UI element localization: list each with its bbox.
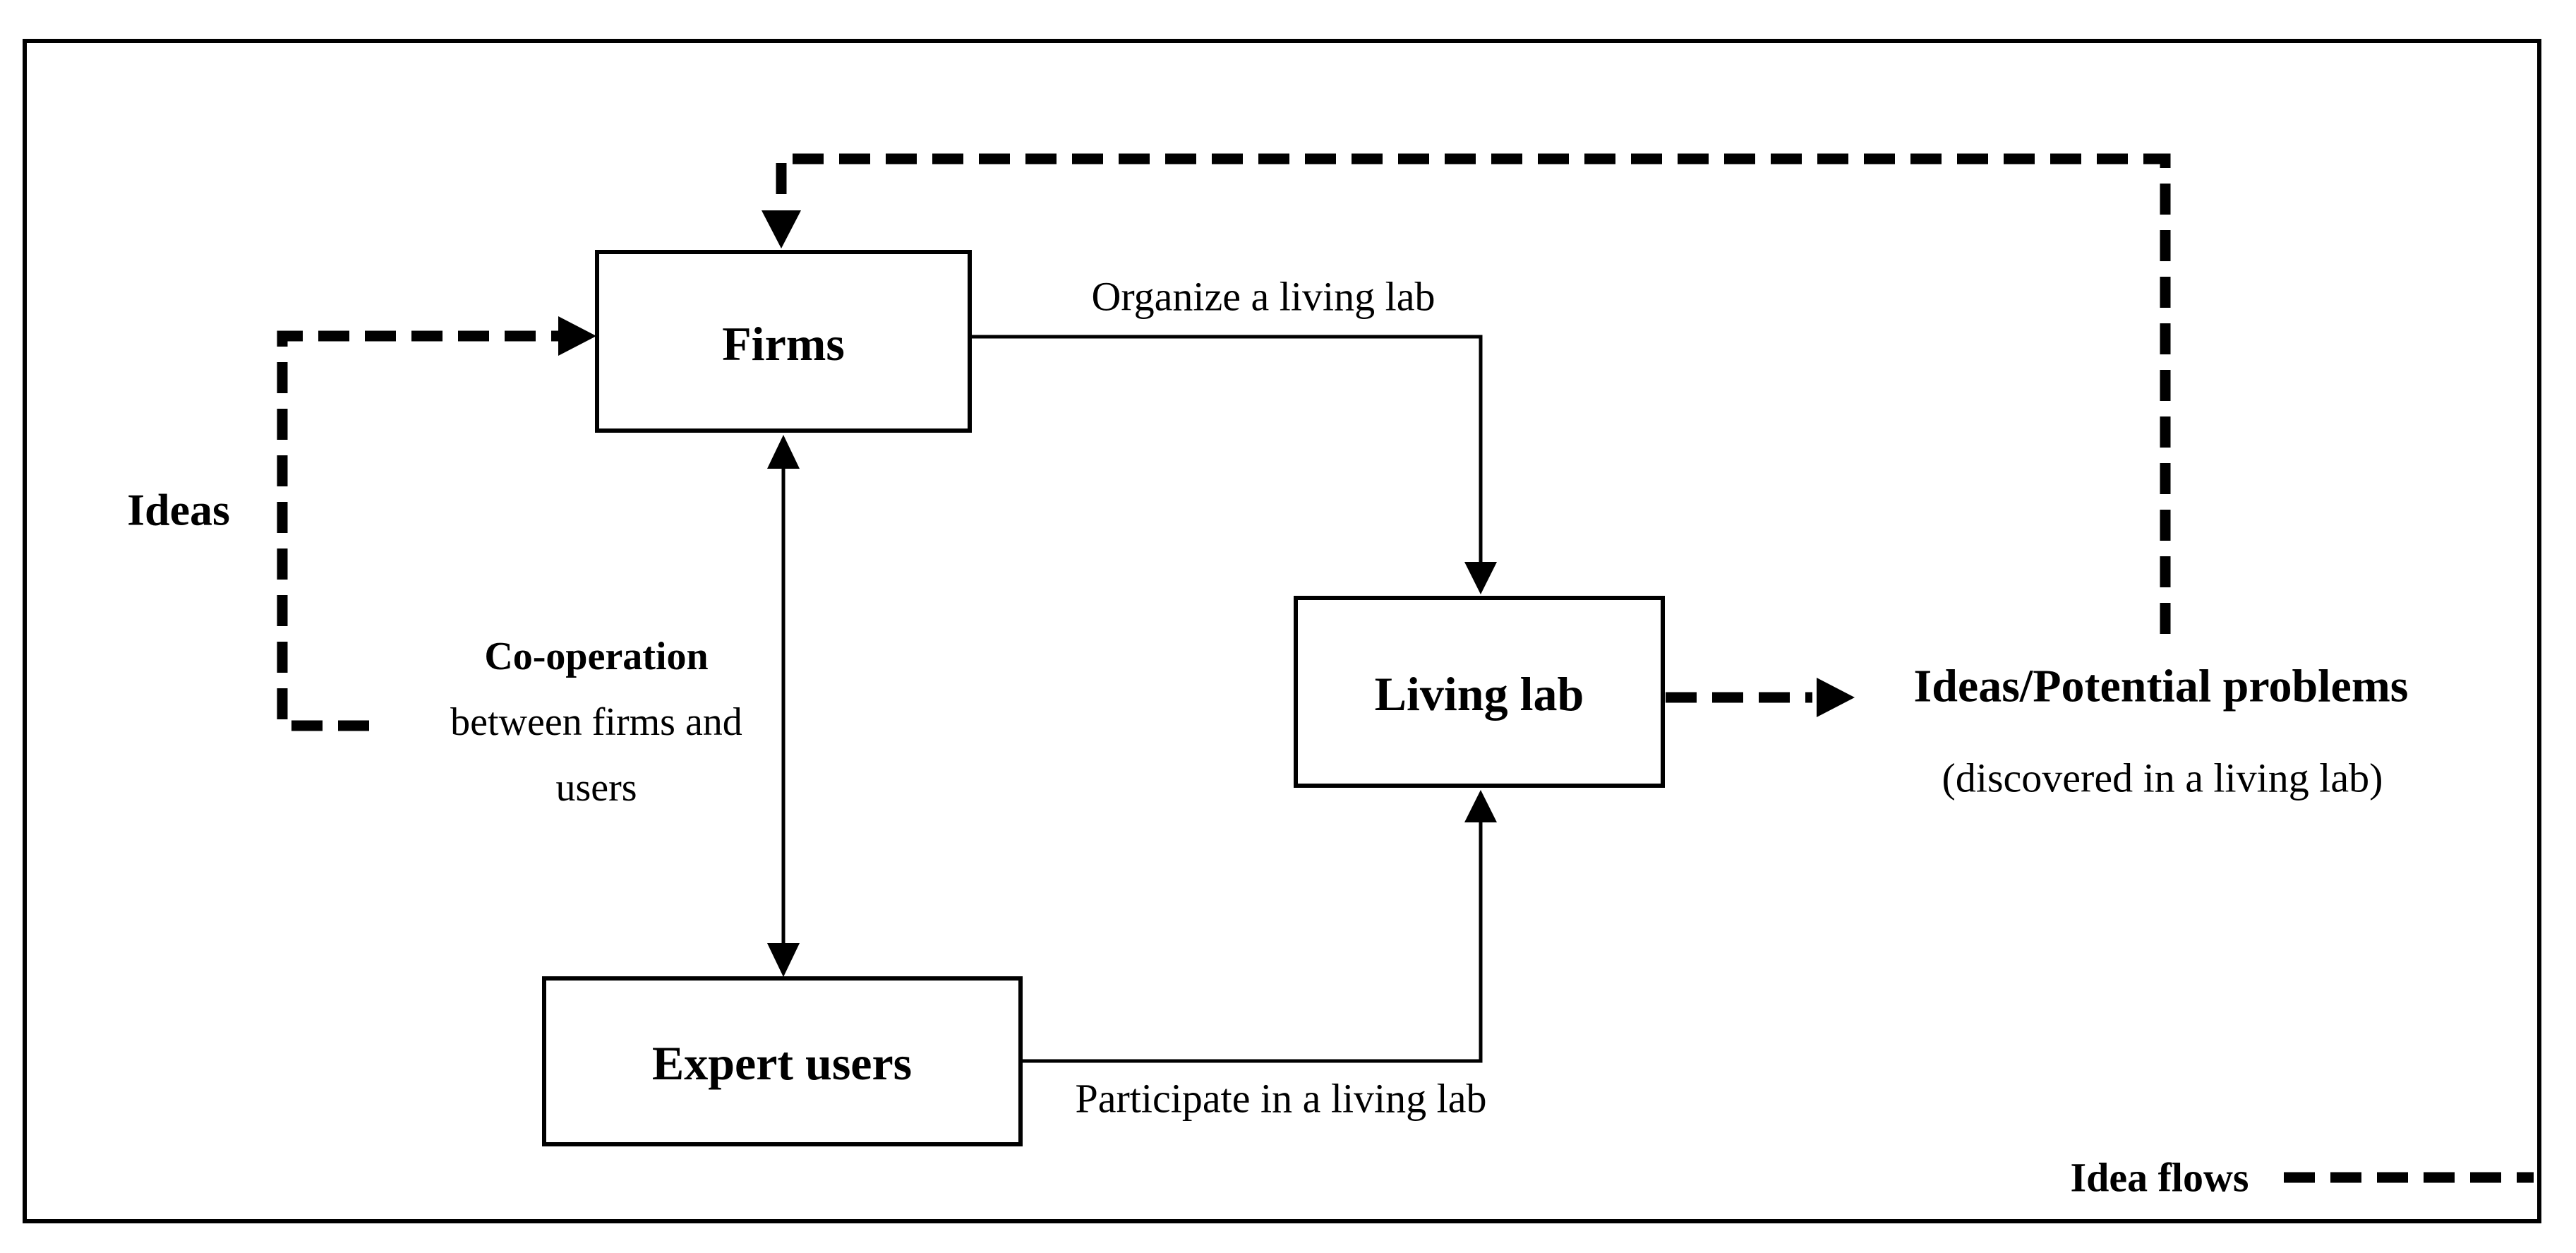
output-flow-arrow (1666, 678, 1855, 717)
cooperation-label-line1: Co-operation (484, 635, 708, 678)
organize-label: Organize a living lab (1092, 274, 1436, 320)
firms-box-rect (595, 250, 972, 433)
firms-box-label: Firms (722, 317, 845, 371)
feedback-flow-line (776, 153, 2171, 634)
ideas-flow-line (277, 330, 560, 731)
output-label: Ideas/Potential problems (discovered in … (1914, 661, 2409, 801)
cooperation-arrowhead-down-icon (767, 943, 800, 977)
organize-arrowhead-icon (1464, 562, 1497, 594)
legend-label: Idea flows (2071, 1155, 2249, 1201)
living-lab-box-label: Living lab (1375, 667, 1584, 721)
expert-users-box-rect (542, 976, 1023, 1146)
cooperation-arrowhead-up-icon (767, 435, 800, 469)
expert-users-box: Expert users (542, 976, 1023, 1146)
living-lab-box-rect (1294, 596, 1665, 788)
participate-line (1023, 820, 1483, 1063)
cooperation-connector (767, 435, 800, 977)
ideas-label: Ideas (127, 485, 230, 535)
cooperation-label-line3: users (555, 766, 637, 810)
ideas-arrowhead-icon (558, 316, 596, 356)
organize-connector (972, 335, 1497, 594)
figure-border (23, 39, 2541, 1223)
output-label-line1: Ideas/Potential problems (1914, 661, 2409, 712)
ideas-flow-arrow (277, 316, 596, 731)
cooperation-label: Co-operation between firms and users (450, 635, 742, 810)
organize-line (972, 335, 1483, 565)
cooperation-label-line2: between firms and (450, 700, 742, 744)
feedback-arrowhead-icon (762, 210, 801, 248)
living-lab-box: Living lab (1294, 596, 1665, 788)
firms-box: Firms (595, 250, 972, 433)
feedback-flow-arrow (762, 153, 2171, 634)
output-label-line2: (discovered in a living lab) (1942, 755, 2383, 801)
legend: Idea flows (2071, 1155, 2534, 1201)
output-arrowhead-icon (1817, 678, 1855, 717)
participate-arrowhead-icon (1464, 790, 1497, 822)
participate-connector (1023, 790, 1497, 1063)
participate-label: Participate in a living lab (1075, 1076, 1486, 1122)
expert-users-box-label: Expert users (652, 1036, 912, 1090)
